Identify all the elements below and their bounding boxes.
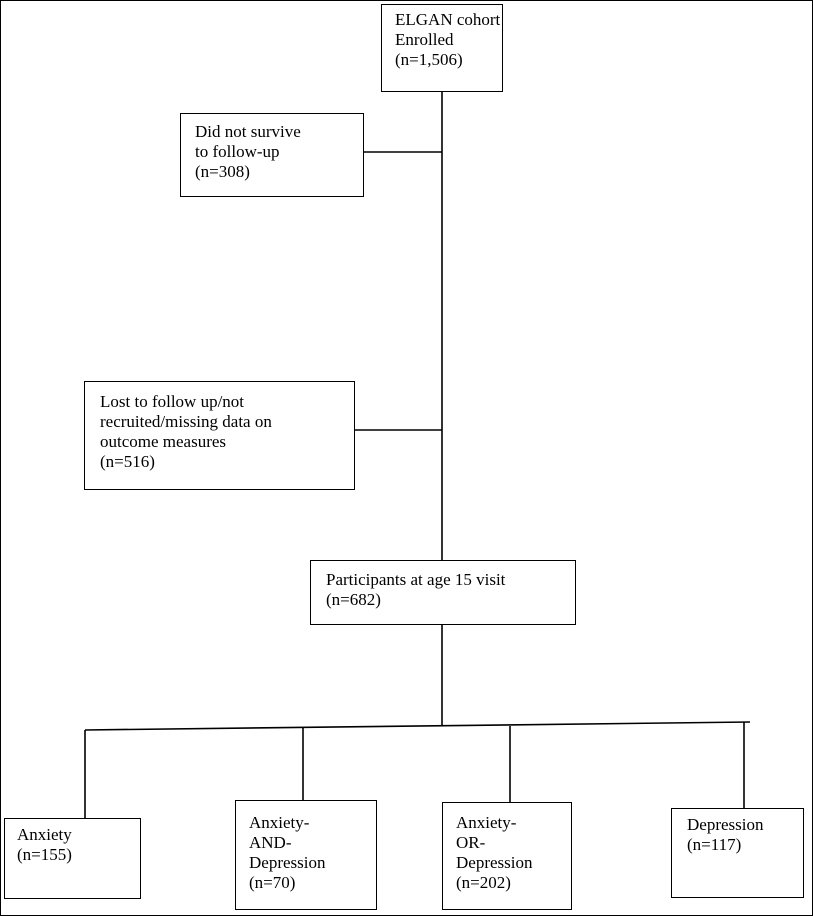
anxiety-line-1: Anxiety — [17, 825, 72, 844]
anxiety-or-depression-line-4: (n=202) — [456, 873, 511, 892]
box-depression: Depression (n=117) — [671, 808, 804, 898]
anxiety-line-2: (n=155) — [17, 845, 72, 864]
anxiety-and-depression-line-1: Anxiety- — [249, 813, 310, 832]
anxiety-and-depression-line-4: (n=70) — [249, 873, 296, 892]
box-anxiety: Anxiety (n=155) — [4, 818, 141, 899]
lost-follow-up-line-1: Lost to follow up/not — [100, 392, 245, 411]
lost-follow-up-line-3: outcome measures — [100, 432, 227, 451]
box-anxiety-and-depression: Anxiety- AND- Depression (n=70) — [235, 800, 377, 910]
box-enrolled: ELGAN cohort Enrolled (n=1,506) — [381, 4, 503, 92]
anxiety-or-depression-line-2: OR- — [456, 833, 486, 852]
box-participants: Participants at age 15 visit (n=682) — [310, 560, 576, 625]
box-did-not-survive: Did not survive to follow-up (n=308) — [180, 113, 364, 197]
enrolled-line-1: ELGAN cohort — [395, 10, 501, 29]
anxiety-or-depression-line-1: Anxiety- — [456, 813, 517, 832]
outcomes-horizontal-line — [84, 721, 751, 731]
anxiety-and-depression-line-3: Depression — [249, 853, 326, 872]
did-not-survive-line-2: to follow-up — [195, 142, 280, 161]
lost-follow-up-line-2: recruited/missing data on — [100, 412, 272, 431]
depression-line-2: (n=117) — [687, 835, 742, 854]
box-lost-follow-up: Lost to follow up/not recruited/missing … — [84, 381, 355, 490]
box-anxiety-or-depression: Anxiety- OR- Depression (n=202) — [442, 802, 572, 910]
lost-follow-up-line-4: (n=516) — [100, 452, 155, 471]
participants-line-1: Participants at age 15 visit — [326, 570, 506, 589]
participants-line-2: (n=682) — [326, 590, 381, 609]
anxiety-and-depression-line-2: AND- — [249, 833, 292, 852]
depression-line-1: Depression — [687, 815, 764, 834]
enrolled-line-3: (n=1,506) — [395, 50, 463, 69]
did-not-survive-line-3: (n=308) — [195, 162, 250, 181]
did-not-survive-line-1: Did not survive — [195, 122, 301, 141]
anxiety-or-depression-line-3: Depression — [456, 853, 533, 872]
enrolled-line-2: Enrolled — [395, 30, 454, 49]
